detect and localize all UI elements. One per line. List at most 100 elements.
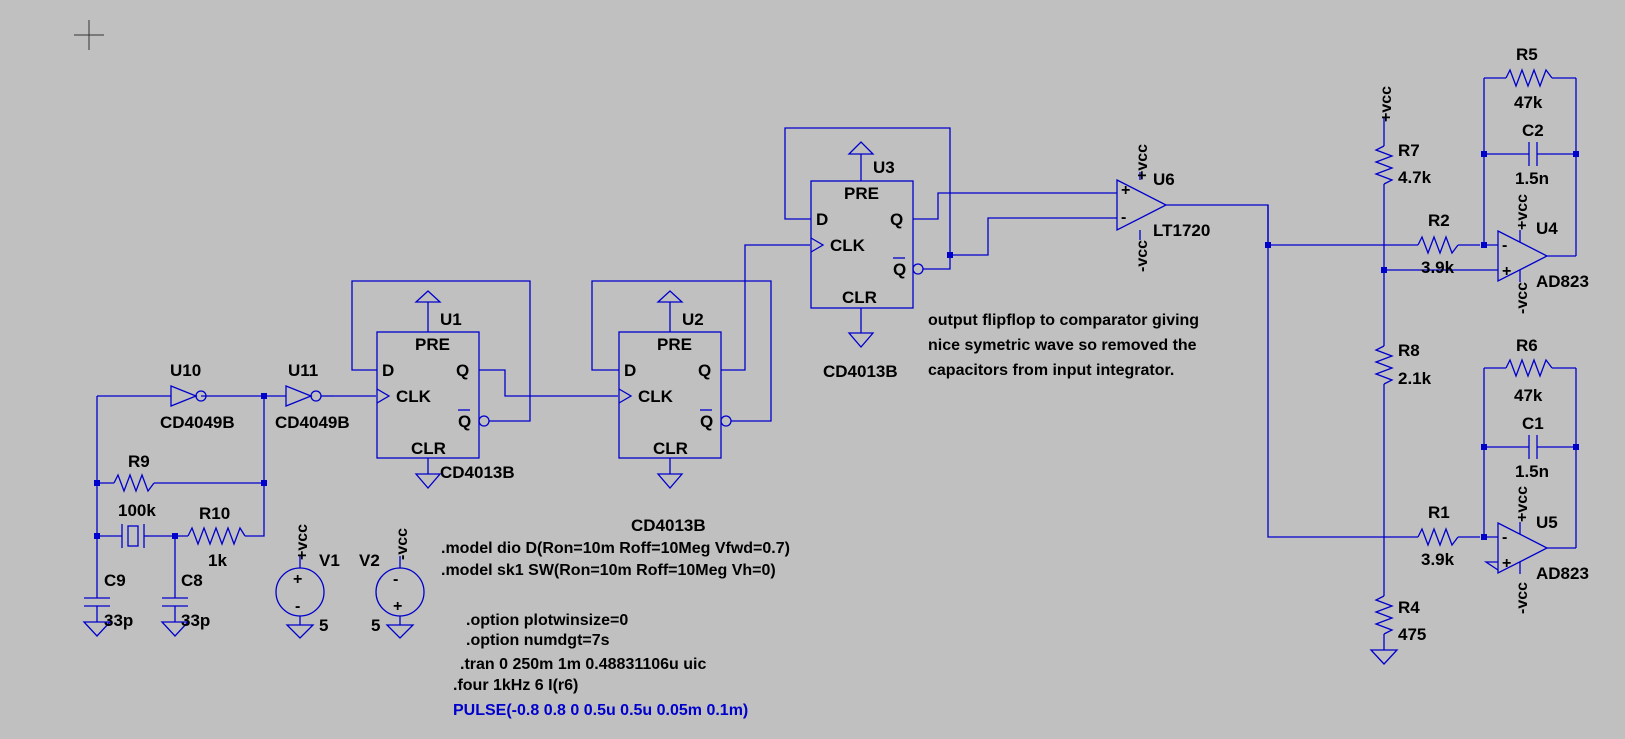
- u5-vcc-pos: +vcc: [1514, 486, 1531, 522]
- u3-clk-pin: CLK: [830, 236, 866, 255]
- u11-ref: U11: [288, 361, 318, 380]
- u6-plus-sign: +: [1121, 182, 1130, 199]
- u2-pre-pin: PRE: [657, 335, 692, 354]
- u4-plus-sign: +: [1502, 263, 1511, 280]
- crystal[interactable]: [121, 524, 149, 548]
- v2-value: 5: [371, 616, 380, 635]
- comparator-u6[interactable]: + - +vcc -vcc U6 LT1720: [1116, 144, 1269, 272]
- r4-ref: R4: [1398, 598, 1420, 617]
- u2-clr-pin: CLR: [653, 439, 688, 458]
- note-line-2: nice symetric wave so removed the: [928, 337, 1197, 354]
- resistor-r10[interactable]: R10 1k: [187, 504, 246, 570]
- u2-d-pin: D: [624, 361, 636, 380]
- r10-ref: R10: [199, 504, 230, 523]
- voltage-source-v2[interactable]: - + -vcc V2 5: [359, 528, 425, 639]
- c8-value: 33p: [181, 611, 210, 630]
- c1-value: 1.5n: [1515, 462, 1549, 481]
- r2-ref: R2: [1428, 211, 1450, 230]
- u2-clk-pin: CLK: [638, 387, 674, 406]
- c2-ref: C2: [1522, 121, 1544, 140]
- voltage-source-v1[interactable]: + - +vcc V1 5: [275, 524, 340, 639]
- resistor-r4[interactable]: R4 475: [1374, 595, 1426, 644]
- resistor-r7[interactable]: R7 4.7k: [1374, 141, 1432, 187]
- u3-qbar-pin: Q: [893, 260, 906, 279]
- directive-four[interactable]: .four 1kHz 6 I(r6): [453, 677, 578, 694]
- v1-vcc-label: +vcc: [294, 524, 311, 560]
- r8-ref: R8: [1398, 341, 1420, 360]
- spice-directives: .model dio D(Ron=10m Roff=10Meg Vfwd=0.7…: [441, 540, 790, 719]
- v2-minus-sign: -: [393, 571, 398, 588]
- c8-ref: C8: [181, 571, 203, 590]
- capacitor-c2[interactable]: C2 1.5n: [1515, 121, 1549, 188]
- u6-minus-sign: -: [1121, 209, 1126, 226]
- flipflop-u2[interactable]: PRE D Q CLK Q CLR U2 CD4013B: [591, 244, 810, 535]
- u5-minus-sign: -: [1502, 529, 1507, 546]
- capacitor-c9[interactable]: C9 33p: [82, 571, 133, 637]
- u6-vcc-pos: +vcc: [1134, 144, 1151, 180]
- v1-minus-sign: -: [295, 598, 300, 615]
- r7-ref: R7: [1398, 141, 1420, 160]
- annotation-note: output flipflop to comparator giving nic…: [928, 312, 1199, 379]
- resistor-r5[interactable]: R5 47k: [1484, 45, 1576, 112]
- u6-ref: U6: [1153, 170, 1175, 189]
- junctions-oscillator: [94, 393, 267, 539]
- u2-qbar-pin: Q: [700, 412, 713, 431]
- u10-ref: U10: [170, 361, 201, 380]
- note-line-3: capacitors from input integrator.: [928, 362, 1174, 379]
- resistor-r9[interactable]: R9 100k: [113, 452, 156, 520]
- directive-numdgt[interactable]: .option numdgt=7s: [466, 632, 610, 649]
- u3-d-pin: D: [816, 210, 828, 229]
- r8-value: 2.1k: [1398, 369, 1432, 388]
- resistor-r1[interactable]: R1 3.9k: [1417, 503, 1480, 569]
- u4-vcc-neg: -vcc: [1514, 282, 1531, 314]
- u1-ref: U1: [440, 310, 462, 329]
- u4-minus-sign: -: [1502, 237, 1507, 254]
- u1-clk-pin: CLK: [396, 387, 432, 406]
- wires-oscillator: [96, 395, 376, 575]
- u5-ref: U5: [1536, 513, 1558, 532]
- v2-plus-sign: +: [393, 598, 402, 615]
- directive-model-dio[interactable]: .model dio D(Ron=10m Roff=10Meg Vfwd=0.7…: [441, 540, 790, 557]
- u3-model: CD4013B: [823, 362, 898, 381]
- directive-model-sk1[interactable]: .model sk1 SW(Ron=10m Roff=10Meg Vh=0): [441, 562, 776, 579]
- r6-value: 47k: [1514, 386, 1543, 405]
- directive-tran[interactable]: .tran 0 250m 1m 0.48831106u uic: [460, 656, 706, 673]
- u6-model: LT1720: [1153, 221, 1210, 240]
- u2-q-pin: Q: [698, 361, 711, 380]
- flipflop-u3[interactable]: PRE D Q CLK Q CLR U3 CD4013B: [784, 127, 1117, 381]
- opamp-u4[interactable]: - + +vcc -vcc U4 AD823: [1480, 78, 1589, 314]
- u1-q-pin: Q: [456, 361, 469, 380]
- u1-clr-pin: CLR: [411, 439, 446, 458]
- resistor-r6[interactable]: R6 47k: [1484, 336, 1576, 405]
- u2-ref: U2: [682, 310, 704, 329]
- resistor-r2[interactable]: R2 3.9k: [1417, 211, 1480, 277]
- u1-d-pin: D: [382, 361, 394, 380]
- v2-ref: V2: [359, 551, 380, 570]
- u1-pre-pin: PRE: [415, 335, 450, 354]
- inverter-u10[interactable]: U10 CD4049B: [160, 361, 235, 432]
- flipflop-u1[interactable]: PRE D Q CLK Q CLR U1 CD4013B: [351, 280, 618, 489]
- v1-plus-sign: +: [293, 571, 302, 588]
- c9-ref: C9: [104, 571, 126, 590]
- r6-ref: R6: [1516, 336, 1538, 355]
- capacitor-c1[interactable]: C1 1.5n: [1515, 414, 1549, 481]
- r9-value: 100k: [118, 501, 156, 520]
- u11-model: CD4049B: [275, 413, 350, 432]
- note-line-1: output flipflop to comparator giving: [928, 312, 1199, 329]
- resistor-r8[interactable]: R8 2.1k: [1374, 341, 1432, 388]
- directive-plotwinsize[interactable]: .option plotwinsize=0: [466, 612, 628, 629]
- cursor-crosshair: [74, 20, 104, 50]
- u1-model: CD4013B: [440, 463, 515, 482]
- opamp-u5[interactable]: - + +vcc -vcc U5 AD823: [1481, 368, 1589, 614]
- wires-output: [1265, 130, 1480, 665]
- u4-ref: U4: [1536, 219, 1558, 238]
- capacitor-c8[interactable]: C8 33p: [160, 545, 210, 637]
- u5-vcc-neg: -vcc: [1514, 582, 1531, 614]
- r2-value: 3.9k: [1421, 258, 1455, 277]
- directive-pulse[interactable]: PULSE(-0.8 0.8 0 0.5u 0.5u 0.05m 0.1m): [453, 702, 748, 719]
- u3-clr-pin: CLR: [842, 288, 877, 307]
- r7-vcc-label: +vcc: [1378, 86, 1395, 122]
- u2-model: CD4013B: [631, 516, 706, 535]
- inverter-u11[interactable]: U11 CD4049B: [275, 361, 350, 432]
